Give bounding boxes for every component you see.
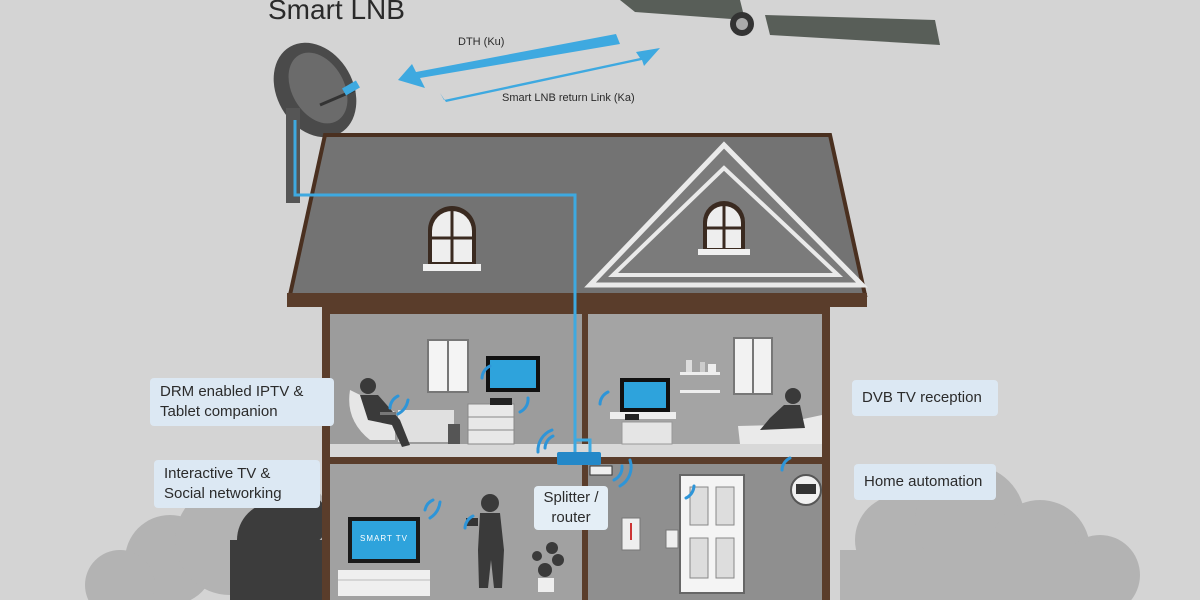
callout-home-automation: Home automation [854,464,996,500]
downlink-label: DTH (Ku) [458,36,505,48]
splitter-label-line2: router [551,509,591,526]
set-top-box [490,398,512,405]
callout-iptv: DRM enabled IPTV & Tablet companion [150,378,334,426]
link-arrows [398,34,660,102]
tv-room-items [338,494,564,596]
uplink-arrow [440,48,660,102]
callout-interactive-line1: Interactive TV & [164,465,271,482]
bushes-right [840,465,1140,600]
smart-lock [665,529,679,549]
lnb-cable [293,120,592,455]
house-plant [532,542,564,592]
security-camera [796,484,816,494]
splitter-label: Splitter / router [534,486,608,530]
bedroom-items [610,337,822,445]
callout-iptv-line1: DRM enabled IPTV & [160,383,304,400]
callout-iptv-line2: Tablet companion [160,403,278,420]
attic-window-right [698,201,750,255]
living-room-items [349,339,540,447]
satellite [620,0,940,45]
splitter-label-line1: Splitter / [543,489,599,506]
callout-dvb: DVB TV reception [852,380,998,416]
roof [287,133,868,307]
smart-tv-label: SMART TV [360,534,409,543]
satellite-dish [273,42,360,203]
splitter-router-device [557,452,601,465]
callout-interactive-line2: Social networking [164,485,282,502]
callout-interactive: Interactive TV & Social networking [154,460,320,508]
downlink-arrow [398,34,620,88]
wifi-signals [388,364,792,530]
uplink-label: Smart LNB return Link (Ka) [502,92,635,104]
attic-window-left [423,206,481,271]
page-title: Smart LNB [268,0,405,25]
